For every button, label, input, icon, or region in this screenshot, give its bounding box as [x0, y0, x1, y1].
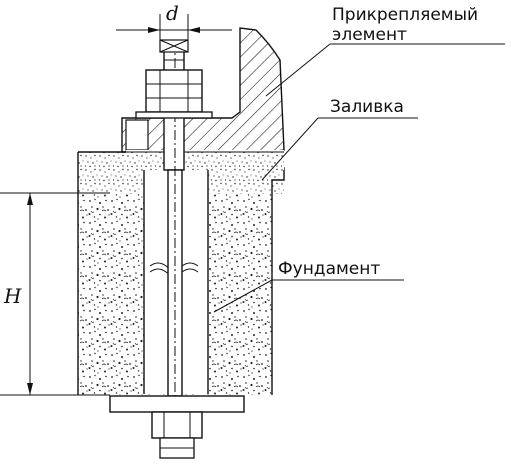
dimension-d-label: d [166, 1, 179, 25]
label-grout: Заливка [261, 97, 418, 181]
dimension-d: d [116, 1, 232, 42]
label-attached-element-line2: элемент [332, 25, 407, 45]
grout-layer [122, 150, 284, 170]
anchor-plate [109, 395, 245, 459]
label-attached-element: Прикрепляемый элемент [265, 5, 505, 97]
label-attached-element-line1: Прикрепляемый [332, 5, 478, 25]
label-grout-text: Заливка [330, 97, 404, 117]
label-foundation-text: Фундамент [278, 259, 380, 279]
foundation-body [0, 151, 285, 395]
dimension-h: H [0, 193, 110, 396]
anchor-bolt [135, 39, 213, 450]
label-foundation: Фундамент [213, 259, 404, 313]
dimension-h-label: H [3, 284, 22, 308]
